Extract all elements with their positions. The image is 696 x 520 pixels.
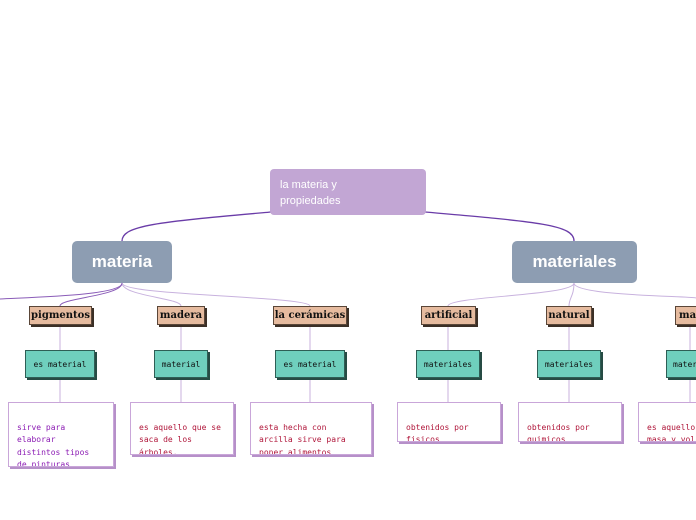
subtopic-artificial[interactable]: artificial: [421, 306, 476, 325]
detail-natural-type[interactable]: materiales: [537, 350, 601, 378]
note-madera[interactable]: es aquello que se saca de los árboles.: [130, 402, 234, 455]
connector-root-materiales: [424, 211, 575, 242]
note-third[interactable]: es aquello masa y vol: [638, 402, 696, 442]
detail-pigmentos-type-label: es material: [33, 359, 87, 369]
subtopic-artificial-label: artificial: [424, 310, 473, 321]
detail-third-type-label: mater: [673, 359, 696, 369]
note-ceramicas-text: esta hecha con arcilla sirve para poner …: [259, 422, 346, 455]
connector-materia-left-edge: [0, 282, 123, 300]
root-topic[interactable]: la materia y propiedades: [270, 169, 426, 215]
subtopic-third-label: mat: [679, 310, 696, 321]
detail-natural-type-label: materiales: [544, 359, 594, 369]
connector-materia-madera: [121, 282, 182, 307]
detail-pigmentos-type[interactable]: es material: [25, 350, 95, 378]
topic-materiales[interactable]: materiales: [512, 241, 637, 283]
detail-artificial-type[interactable]: materiales: [416, 350, 480, 378]
note-natural-text: obtenidos por quimicos: [527, 422, 590, 442]
subtopic-ceramicas-label: la cerámicas: [274, 310, 346, 321]
note-pigmentos-text: sirve para elaborar distintos tipos de p…: [17, 422, 90, 467]
subtopic-natural-label: natural: [548, 310, 590, 321]
connector-root-materia: [121, 211, 272, 242]
topic-materia-label: materia: [91, 252, 153, 271]
detail-ceramicas-type[interactable]: es material: [275, 350, 345, 378]
connector-materiales-natural: [568, 282, 575, 307]
detail-madera-type[interactable]: material: [154, 350, 208, 378]
connector-materia-pigmentos: [59, 282, 123, 307]
detail-ceramicas-type-label: es material: [283, 359, 337, 369]
connector-materiales-third: [573, 282, 696, 299]
detail-madera-type-label: material: [161, 359, 201, 369]
subtopic-madera[interactable]: madera: [157, 306, 205, 325]
subtopic-madera-label: madera: [159, 310, 203, 321]
subtopic-third[interactable]: mat: [675, 306, 696, 325]
note-ceramicas[interactable]: esta hecha con arcilla sirve para poner …: [250, 402, 372, 455]
note-natural[interactable]: obtenidos por quimicos: [518, 402, 622, 442]
subtopic-ceramicas[interactable]: la cerámicas: [273, 306, 347, 325]
connector-materiales-artificial: [447, 282, 575, 307]
detail-artificial-type-label: materiales: [423, 359, 473, 369]
subtopic-pigmentos[interactable]: pigmentos: [29, 306, 92, 325]
connector-materia-ceramicas: [121, 282, 311, 307]
detail-third-type[interactable]: mater: [666, 350, 696, 378]
topic-materia[interactable]: materia: [72, 241, 172, 283]
topic-materiales-label: materiales: [532, 252, 617, 271]
note-artificial-text: obtenidos por fisicos: [406, 422, 469, 442]
note-pigmentos[interactable]: sirve para elaborar distintos tipos de p…: [8, 402, 114, 467]
note-third-text: es aquello masa y vol: [647, 422, 696, 442]
root-topic-label: la materia y propiedades: [280, 179, 341, 207]
subtopic-pigmentos-label: pigmentos: [31, 310, 90, 321]
subtopic-natural[interactable]: natural: [546, 306, 592, 325]
note-artificial[interactable]: obtenidos por fisicos: [397, 402, 501, 442]
note-madera-text: es aquello que se saca de los árboles.: [139, 422, 221, 455]
